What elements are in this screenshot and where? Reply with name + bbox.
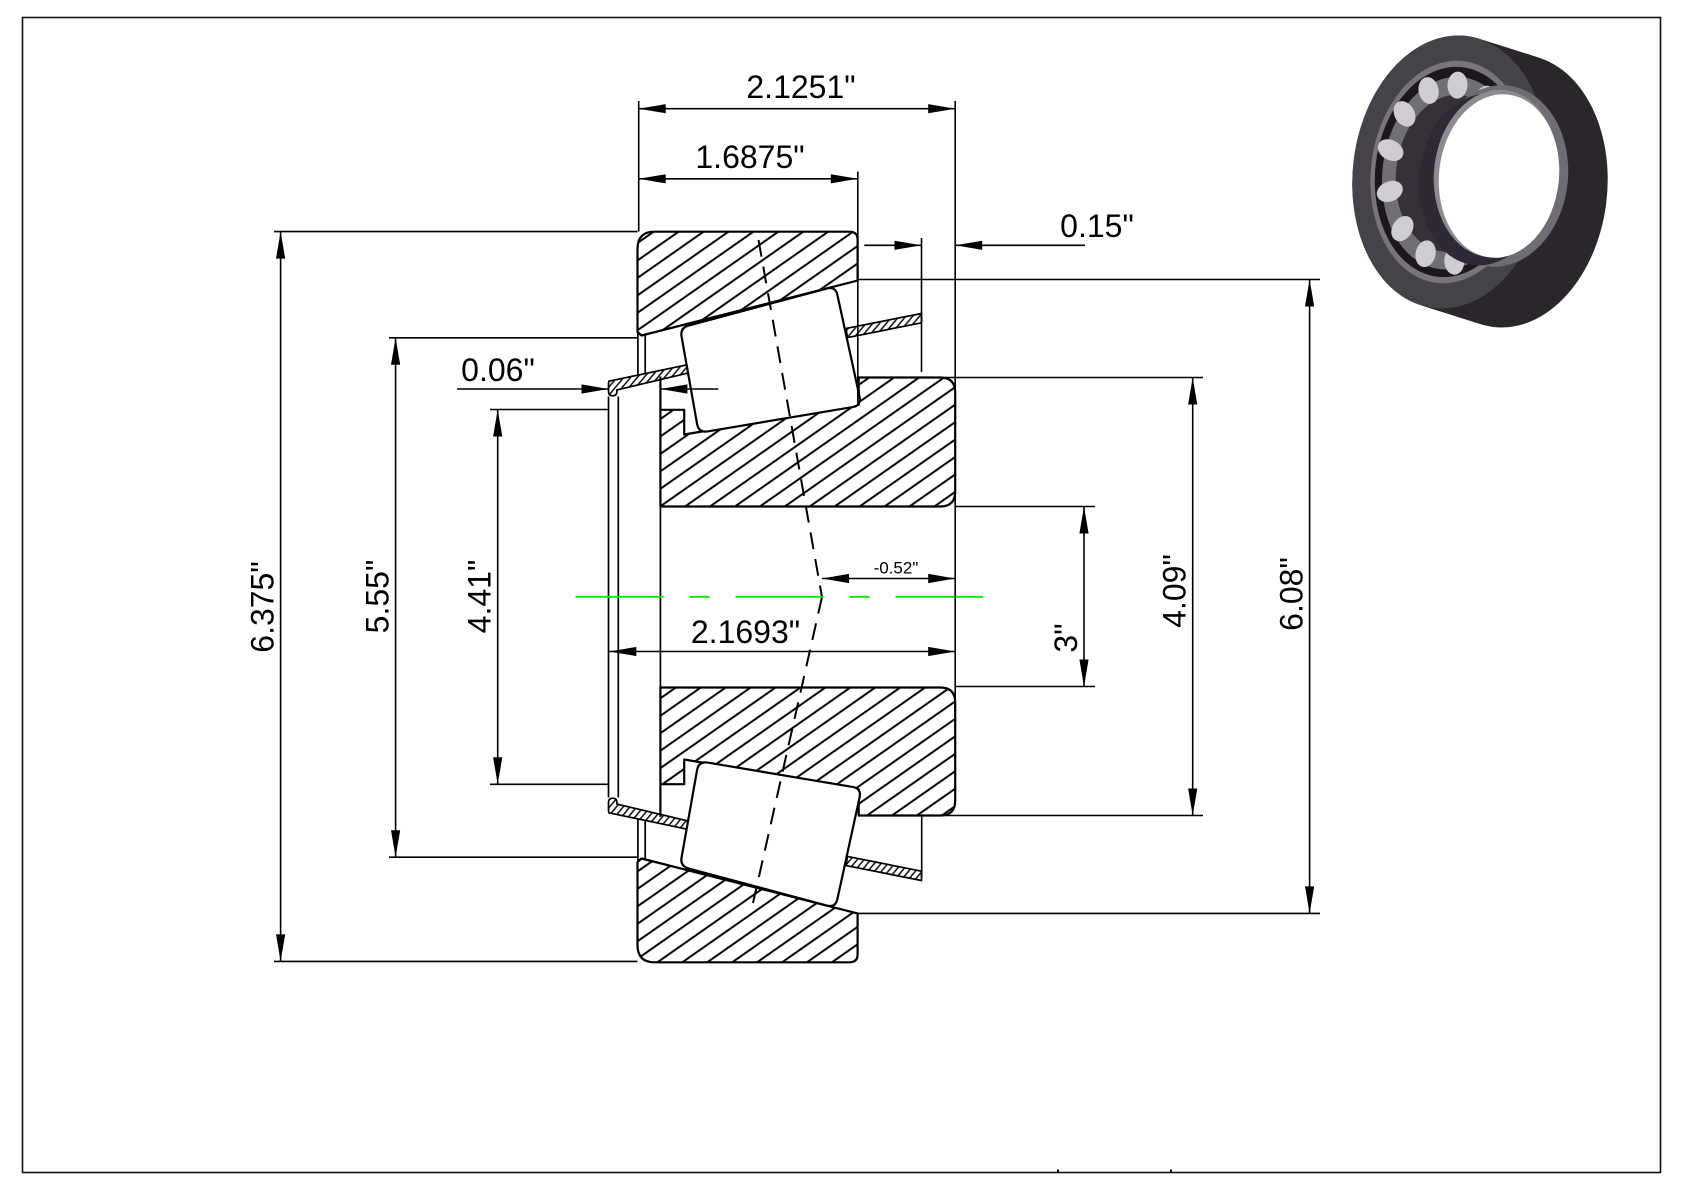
svg-text:-0.52": -0.52" (874, 558, 919, 577)
svg-text:4.41": 4.41" (462, 560, 498, 634)
svg-text:1.6875": 1.6875" (695, 139, 804, 175)
svg-text:4.09": 4.09" (1157, 554, 1193, 628)
svg-text:3": 3" (1048, 623, 1084, 652)
svg-text:2.1693": 2.1693" (691, 614, 800, 650)
svg-text:0.15": 0.15" (1060, 208, 1134, 244)
svg-text:6.08": 6.08" (1274, 557, 1310, 631)
svg-text:5.55": 5.55" (360, 560, 396, 634)
svg-text:2.1251": 2.1251" (746, 69, 855, 105)
svg-text:0.06": 0.06" (461, 352, 535, 388)
svg-text:6.375": 6.375" (245, 561, 281, 652)
